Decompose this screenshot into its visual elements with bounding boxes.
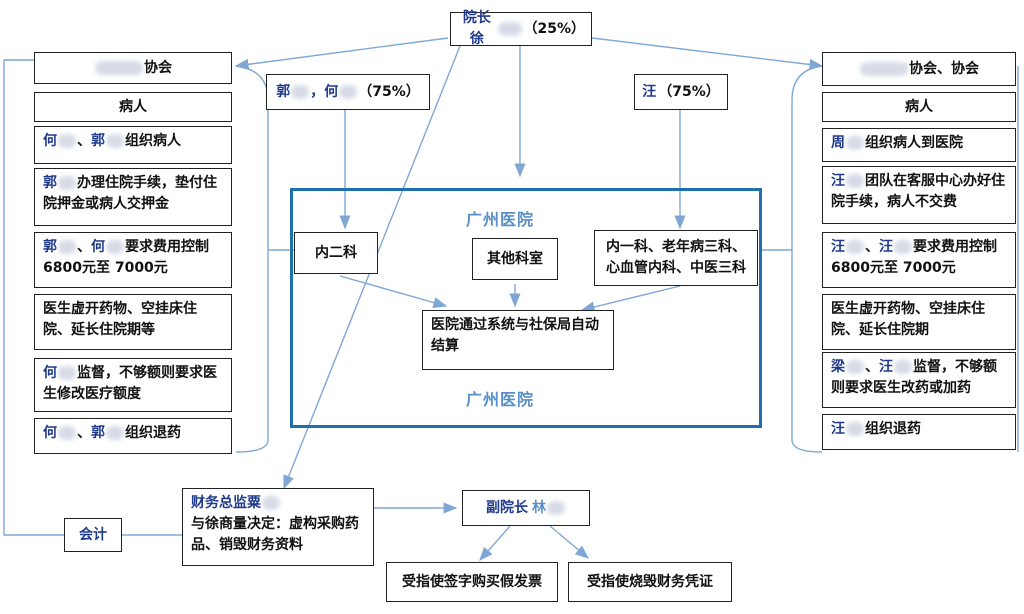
- director-box: 院长徐 （25%）: [450, 10, 592, 47]
- partners-right-box: 汪（75%）: [634, 74, 728, 110]
- redacted-mark: [291, 85, 310, 99]
- redacted-mark: [58, 240, 76, 254]
- right-patients-box: 病人: [822, 92, 1016, 122]
- redacted-mark: [58, 366, 76, 380]
- redacted-mark: [547, 501, 565, 515]
- director-pct: （25%）: [523, 20, 585, 37]
- redacted-mark: [106, 134, 124, 148]
- redacted-mark: [262, 496, 280, 510]
- dept-left-box: 内二科: [294, 232, 378, 274]
- left-step-5: 何监督，不够额则要求医生修改医疗额度: [34, 358, 232, 412]
- fake-invoice-box: 受指使签字购买假发票: [386, 562, 558, 602]
- right-step-2: 汪团队在客服中心办好住院手续，病人不交费: [822, 166, 1016, 224]
- redacted-mark: [846, 422, 864, 436]
- right-step-5: 梁、汪监督，不够额则要求医生改药或加药: [822, 352, 1016, 408]
- partners-left-box: 郭，何（75%）: [266, 74, 430, 110]
- redacted-mark: [339, 85, 358, 99]
- redacted-mark: [106, 426, 124, 440]
- right-step-1: 周组织病人到医院: [822, 128, 1016, 162]
- right-step-6: 汪组织退药: [822, 414, 1016, 450]
- left-patients-label: 病人: [119, 98, 147, 115]
- dept-mid-box: 其他科室: [472, 238, 558, 280]
- redacted-mark: [860, 62, 908, 76]
- left-step-1: 何、郭组织病人: [34, 126, 232, 164]
- redacted-mark: [58, 176, 76, 190]
- hospital-region: [290, 188, 762, 428]
- right-step-4: 医生虚开药物、空挂床住院、延长住院期: [822, 294, 1016, 350]
- redacted-mark: [846, 174, 864, 188]
- redacted-mark: [846, 136, 864, 150]
- redacted-mark: [846, 240, 864, 254]
- left-step-3: 郭、何要求费用控制 6800元至 7000元: [34, 232, 232, 288]
- redacted-mark: [106, 240, 124, 254]
- redacted-mark: [497, 22, 523, 36]
- redacted-mark: [846, 360, 864, 374]
- right-patients-label: 病人: [905, 98, 933, 115]
- left-step-6: 何、郭组织退药: [34, 418, 232, 454]
- settlement-box: 医院通过系统与社保局自动结算: [422, 310, 614, 370]
- left-step-2: 郭办理住院手续，垫付住院押金或病人交押金: [34, 168, 232, 226]
- redacted-mark: [95, 61, 143, 75]
- right-association-box: 协会、协会: [822, 52, 1016, 86]
- dept-right-box: 内一科、老年病三科、心血管内科、中医三科: [594, 230, 758, 286]
- finance-director-box: 财务总监粟 与徐商量决定：虚构采购药品、销毁财务资料: [182, 488, 374, 566]
- left-patients-box: 病人: [34, 92, 232, 122]
- redacted-mark: [894, 240, 912, 254]
- vice-president-box: 副院长林: [462, 490, 590, 526]
- accountant-box: 会计: [64, 518, 122, 552]
- destroy-records-box: 受指使烧毁财务凭证: [568, 562, 732, 602]
- left-association-label: 协会: [144, 59, 172, 76]
- redacted-mark: [894, 360, 912, 374]
- redacted-mark: [58, 134, 76, 148]
- hospital-title-top: 广州医院: [466, 210, 535, 229]
- right-step-3: 汪、汪要求费用控制 6800元至 7000元: [822, 232, 1016, 288]
- hospital-title-bottom: 广州医院: [466, 390, 535, 409]
- right-association-label: 协会、协会: [909, 60, 979, 77]
- redacted-mark: [58, 426, 76, 440]
- left-association-box: 协会: [34, 52, 232, 84]
- left-step-4: 医生虚开药物、空挂床住院、延长住院期等: [34, 294, 232, 350]
- director-label: 院长徐: [462, 10, 491, 47]
